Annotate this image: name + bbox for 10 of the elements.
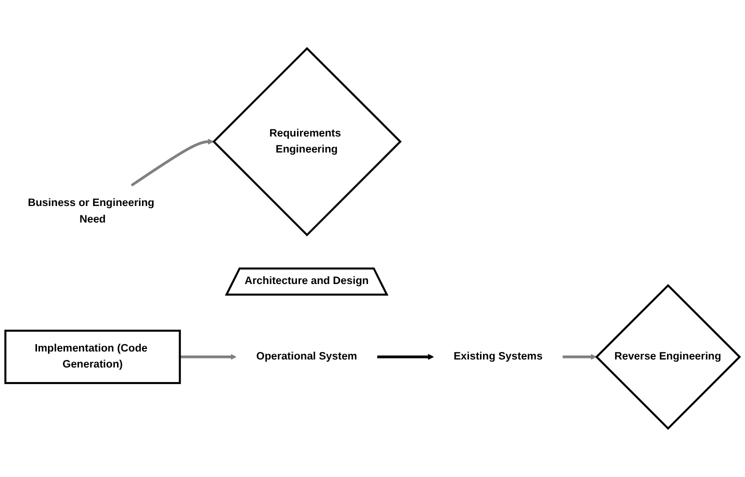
arrow bbox=[562, 354, 596, 360]
node-diamond: Reverse Engineering bbox=[595, 284, 742, 430]
node-text: Existing Systems bbox=[454, 350, 543, 362]
node-text: Business or Engineering Need bbox=[28, 198, 154, 226]
arrow bbox=[130, 138, 214, 187]
node-text: Operational System bbox=[256, 350, 358, 362]
node-box: Implementation (Code Generation) bbox=[4, 330, 181, 384]
node-diamond: Requirements Engineering bbox=[212, 47, 402, 236]
arrow bbox=[180, 354, 236, 360]
arrow bbox=[377, 354, 434, 360]
